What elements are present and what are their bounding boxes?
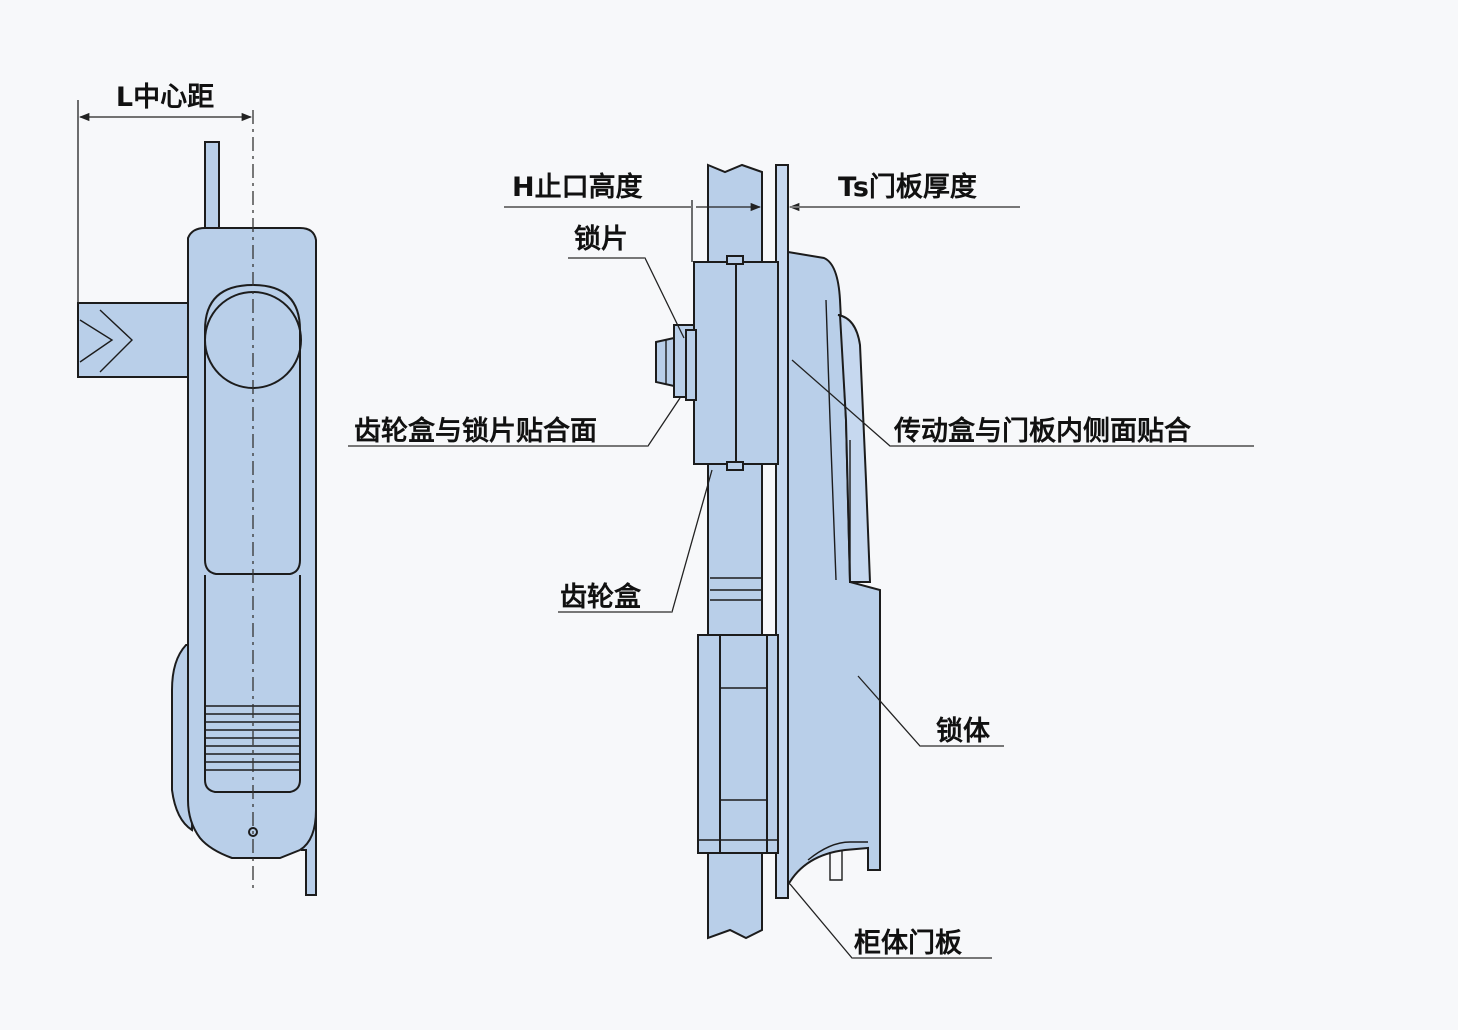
grip-ridges [204,705,300,771]
l-dimension [77,100,253,303]
label-gearbox: 齿轮盒 [560,581,642,613]
lock-housing [187,227,317,859]
label-cabinet-door: 柜体门板 [854,928,962,959]
keyhole [248,827,258,837]
lower-cam-box [697,634,779,854]
label-ts-door-thickness: Ts门板厚度 [838,171,977,203]
label-h-stop-height: H止口高度 [512,171,643,203]
lock-plate-shape [655,324,697,401]
side-handle [837,314,872,583]
lock-body [787,250,881,889]
label-l-center-distance: L中心距 [116,82,214,113]
label-lock-body: 锁体 [936,715,991,747]
latch-tongue [77,302,191,378]
label-transmission-door-face: 传动盒与门板内侧面贴合 [893,415,1191,447]
side-view-lock: H止口高度 Ts门板厚度 锁片 齿轮盒与锁片贴合面 传动盒与门板内侧面贴合 齿轮… [348,163,1254,959]
top-spindle [204,141,220,235]
gearbox-shape [693,255,779,471]
leader-lines [348,257,1254,959]
label-lock-plate: 锁片 [574,223,628,255]
label-gearbox-plate-face: 齿轮盒与锁片贴合面 [354,415,597,447]
front-view-lock: L中心距 [77,82,317,896]
h-ts-dimension [504,200,1020,262]
